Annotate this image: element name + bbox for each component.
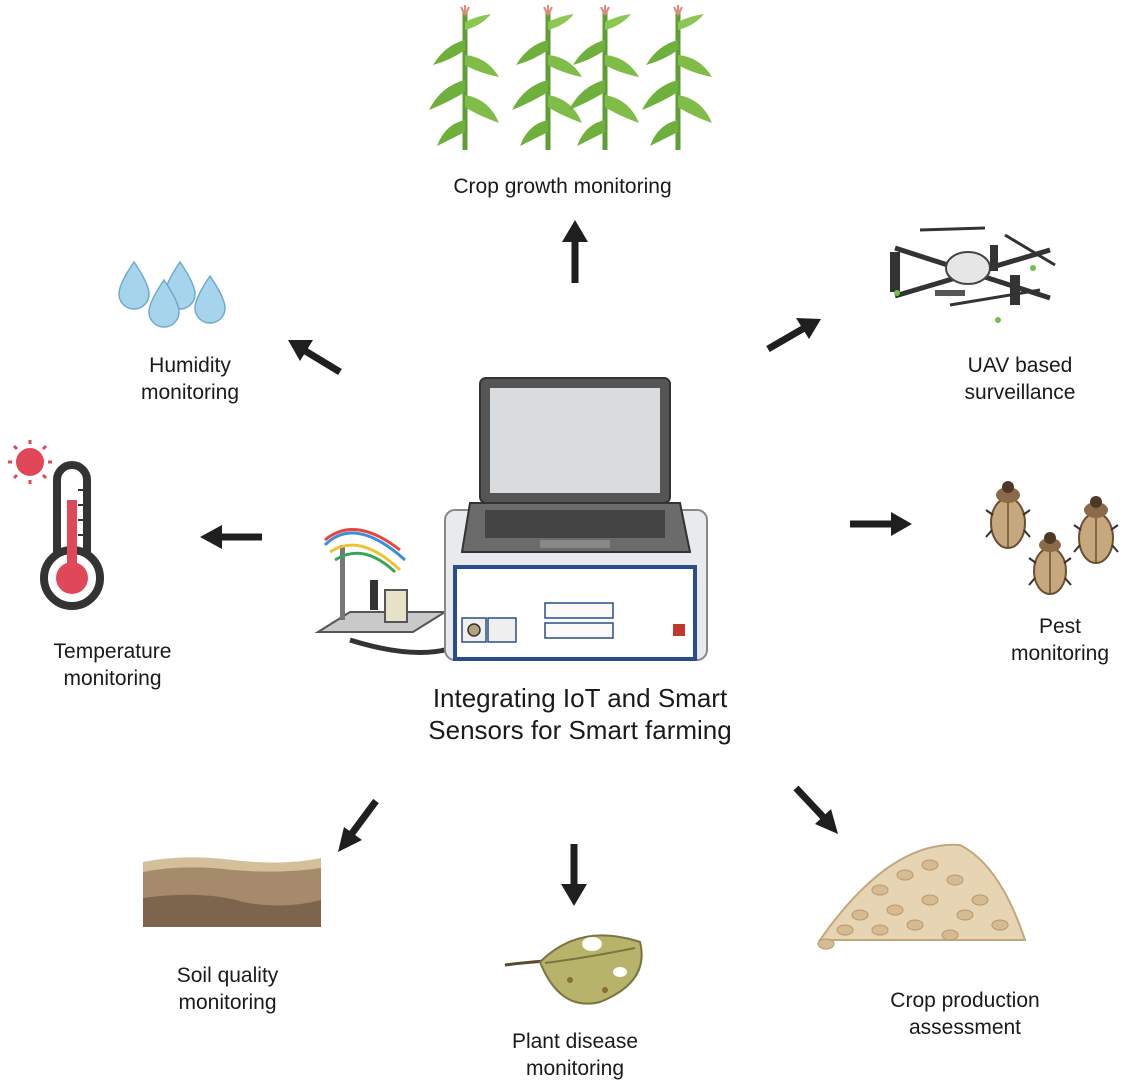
arrow-to-crop-growth [562,220,588,283]
humidity-label-line2: monitoring [140,381,240,404]
sun-icon [8,440,52,484]
temperature-label-line2: monitoring [63,667,162,690]
soil-label-line1: Soil quality [176,964,279,987]
humidity-label-line1: Humidity [149,354,231,377]
grain-pile-icon [817,843,1027,950]
crop-production-label-line1: Crop production [890,989,1040,1012]
arrow-to-pest [850,512,912,536]
beetle-icon [985,481,1119,595]
arrow-to-humidity [288,340,342,375]
arrow-to-soil [338,798,379,852]
temperature-label: Temperature monitoring [25,638,200,692]
soil-label: Soil quality monitoring [140,962,315,1016]
soil-label-line2: monitoring [178,991,277,1014]
center-title: Integrating IoT and Smart Sensors for Sm… [390,682,770,746]
center-title-line1: Integrating IoT and Smart [432,683,728,713]
humidity-label: Humidity monitoring [110,352,270,406]
uav-label-line2: surveillance [964,381,1076,404]
plant-disease-label-line1: Plant disease [511,1030,639,1053]
diseased-leaf-icon [504,934,643,1005]
center-title-line2: Sensors for Smart farming [428,715,732,745]
arrow-to-crop-production [793,785,838,834]
water-drop-icon [118,260,226,328]
temperature-label-line1: Temperature [53,640,172,663]
drone-icon [890,226,1056,323]
pest-label-line1: Pest [1038,615,1082,638]
pest-label: Pest monitoring [990,613,1124,667]
arrow-to-uav [766,318,821,353]
crop-growth-label-line1: Crop growth monitoring [453,175,672,198]
crop-production-label-line2: assessment [908,1016,1022,1039]
arrow-to-plant-disease [561,844,587,906]
crop-production-label: Crop production assessment [855,987,1075,1041]
crop-growth-label: Crop growth monitoring [400,173,725,200]
laptop-icon [460,377,692,553]
soil-layer-icon [143,857,321,927]
electrode-stand-icon [314,528,472,655]
plant-disease-label: Plant disease monitoring [480,1028,670,1082]
arrows [200,220,912,906]
arrow-to-temperature [200,525,262,549]
uav-label: UAV based surveillance [935,352,1105,406]
corn-plant-icon [429,5,712,150]
thermometer-icon [40,461,104,610]
plant-disease-label-line2: monitoring [525,1057,625,1080]
uav-label-line1: UAV based [967,354,1073,377]
pest-label-line2: monitoring [1010,642,1110,665]
